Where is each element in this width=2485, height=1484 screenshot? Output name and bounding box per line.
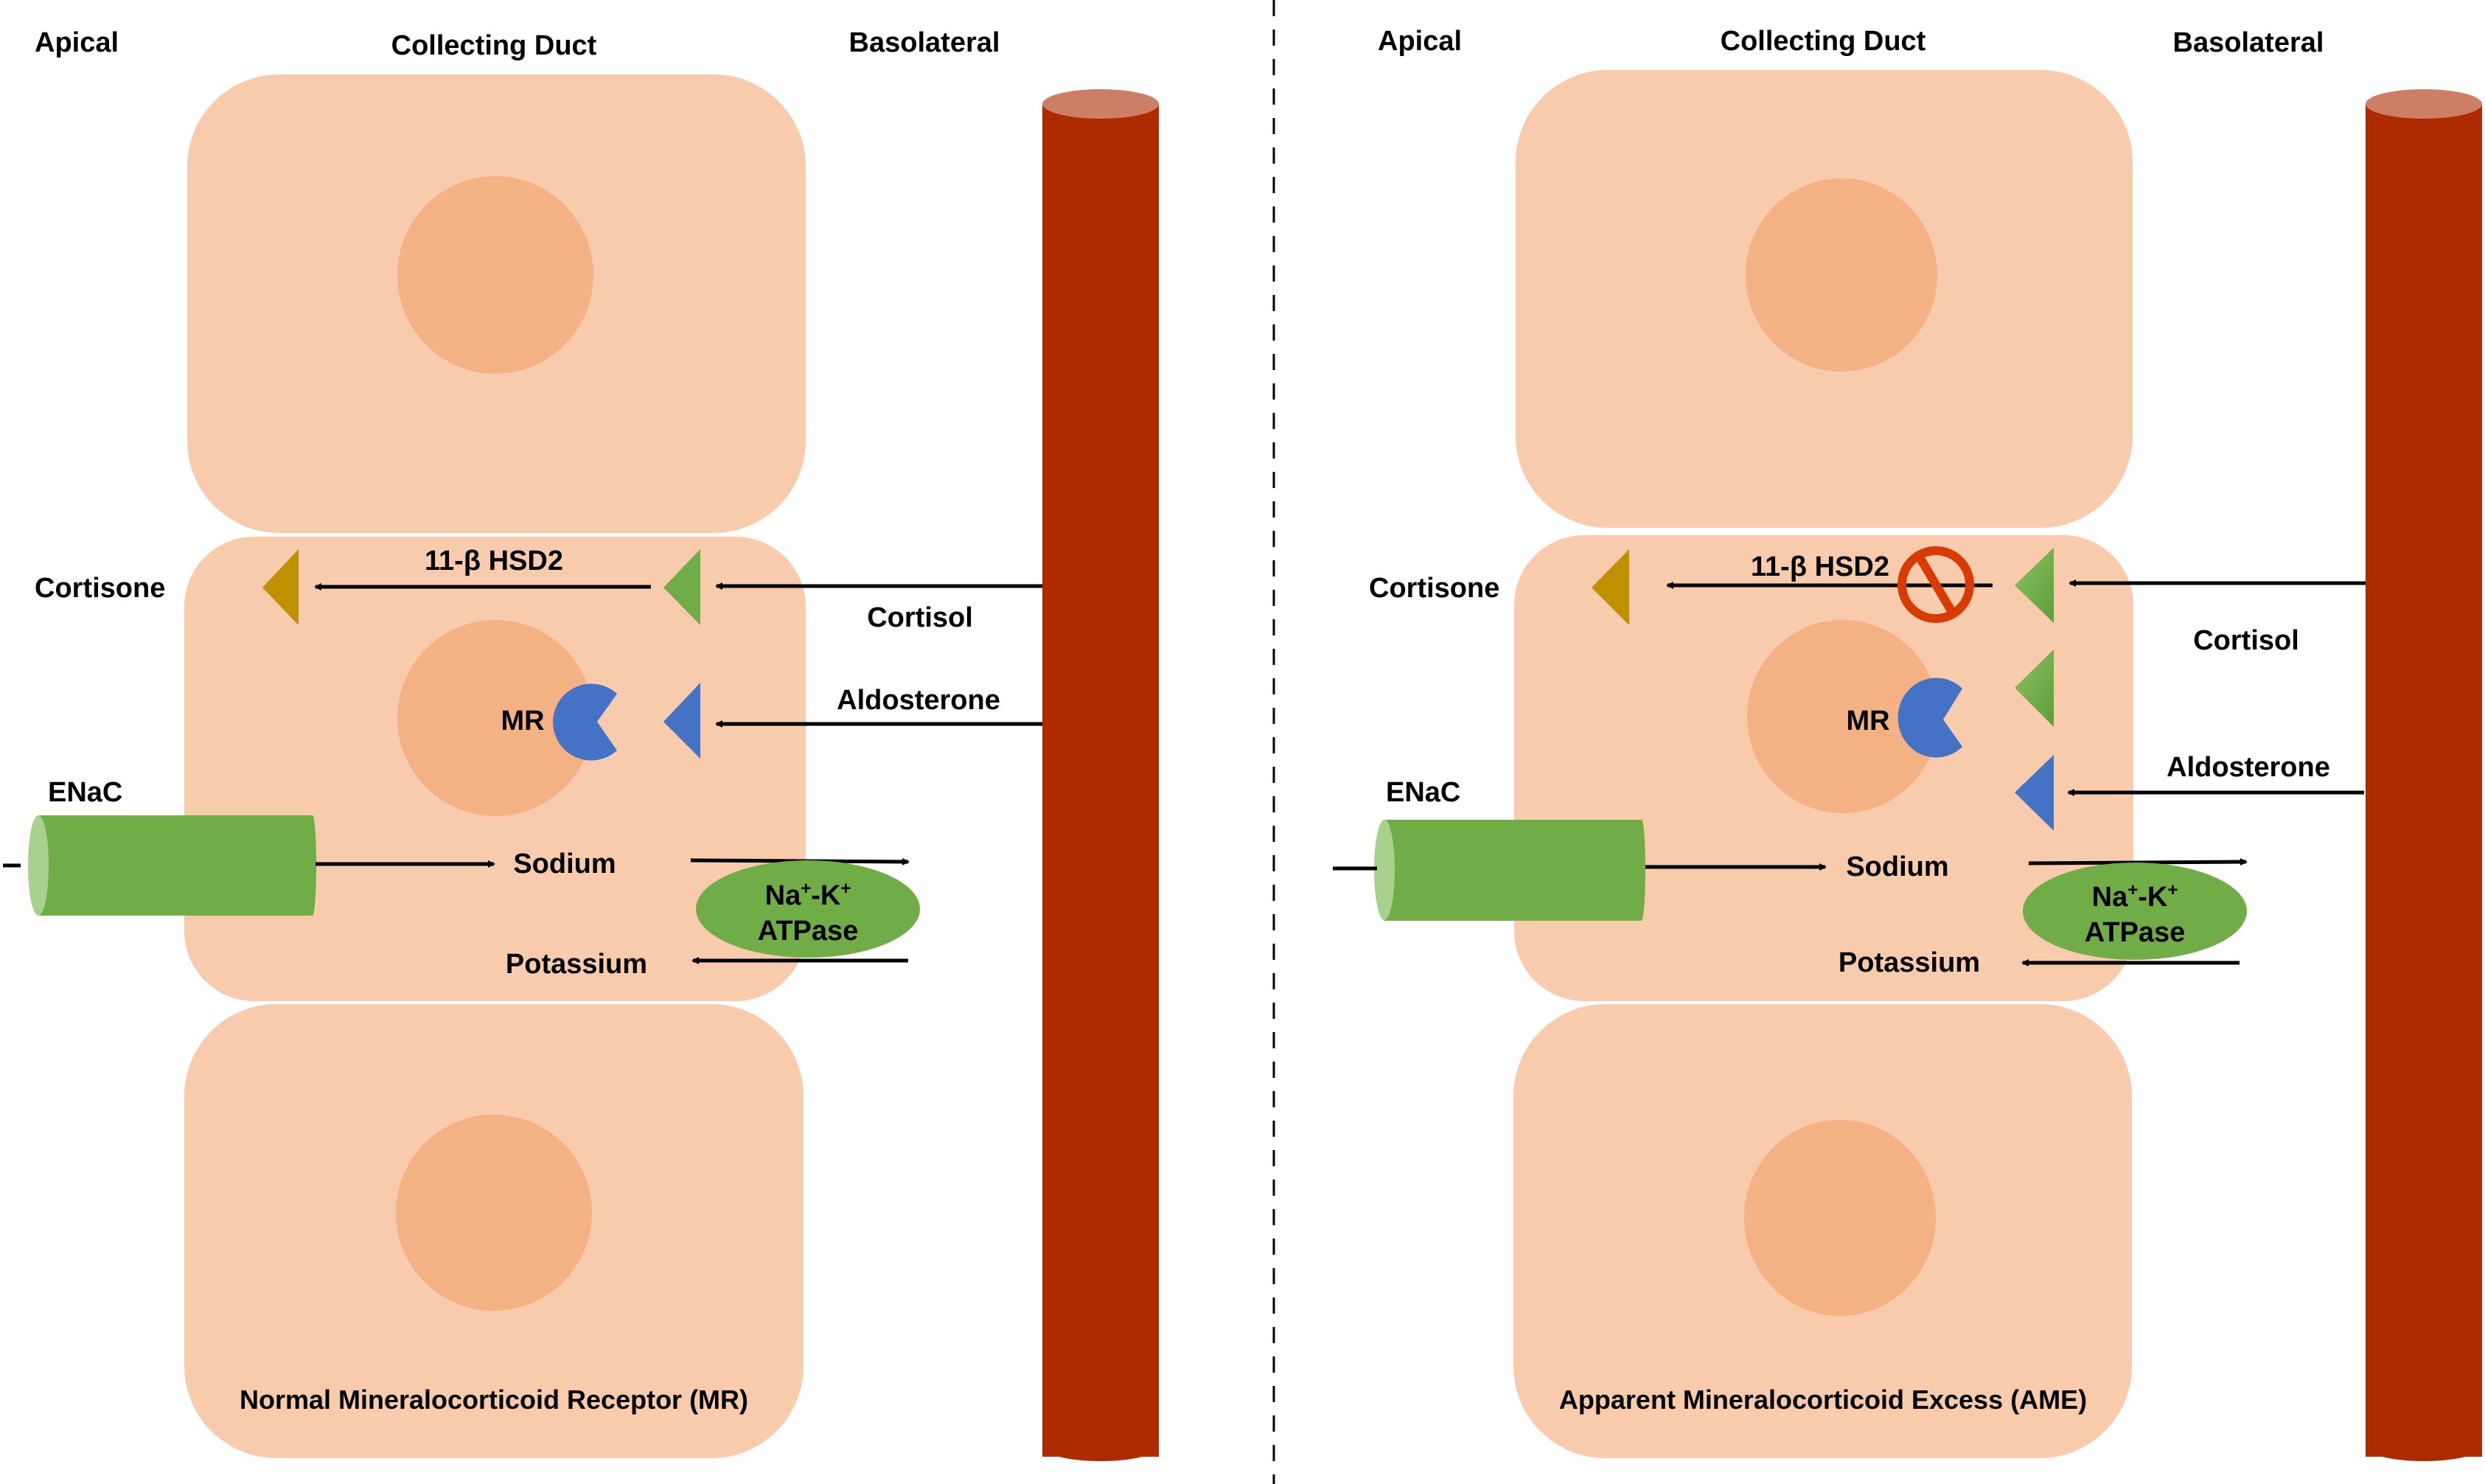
cortisol-molecule (2015, 548, 2054, 623)
label-atpase: ATPase (2085, 917, 2186, 948)
mr-receptor (553, 683, 617, 761)
label-mr: MR (501, 706, 544, 736)
panel-ame: Apical Collecting Duct Basolateral Corti… (1333, 26, 2482, 1461)
blood-vessel-bottom (1042, 1432, 1159, 1461)
label-mr: MR (1846, 706, 1889, 736)
blood-vessel (1042, 104, 1159, 1457)
label-enac: ENaC (1386, 777, 1460, 808)
nucleus-top (397, 176, 593, 374)
panel-normal: Apical Collecting Duct Basolateral Corti… (3, 27, 1159, 1461)
label-aldosterone: Aldosterone (837, 685, 1000, 716)
label-enzyme: 11-β HSD2 (1751, 551, 1889, 582)
enac-channel (38, 815, 313, 916)
label-sodium: Sodium (513, 849, 616, 879)
na-k-atpase (2023, 863, 2247, 960)
label-cortisone: Cortisone (1369, 573, 1499, 604)
nucleus-bottom (1744, 1120, 1936, 1316)
label-basolateral: Basolateral (2173, 27, 2324, 58)
enac-channel-end (1374, 820, 1395, 920)
blood-vessel-top (2366, 89, 2482, 119)
label-enac: ENaC (48, 777, 122, 808)
label-atpase-ions: Na+-K+ (765, 879, 851, 911)
caption-normal: Normal Mineralocorticoid Receptor (MR) (240, 1384, 748, 1415)
blood-vessel (2366, 104, 2482, 1457)
caption-ame: Apparent Mineralocorticoid Excess (AME) (1559, 1384, 2087, 1415)
blocked-icon (1897, 546, 1974, 623)
enac-channel-rim (309, 815, 316, 916)
enac-channel-end (28, 815, 49, 916)
label-cortisone: Cortisone (35, 573, 165, 604)
cortisol-molecule-bound (2015, 649, 2054, 727)
label-apical: Apical (35, 27, 119, 58)
aldosterone-molecule (663, 683, 700, 759)
label-enzyme: 11-β HSD2 (425, 546, 563, 576)
label-cortisol: Cortisol (2193, 625, 2299, 656)
nucleus-middle (397, 620, 593, 816)
enac-channel (1384, 820, 1642, 921)
enac-channel-rim (1638, 820, 1645, 920)
label-cortisol: Cortisol (867, 602, 973, 633)
label-aldosterone: Aldosterone (2167, 752, 2330, 783)
label-sodium: Sodium (1846, 851, 1948, 882)
aldosterone-molecule (2015, 755, 2054, 831)
mr-receptor (1897, 677, 1962, 758)
cortisol-molecule (663, 549, 700, 625)
label-potassium: Potassium (506, 949, 647, 980)
nucleus-top (1746, 178, 1937, 372)
label-basolateral: Basolateral (849, 27, 1000, 58)
label-atpase: ATPase (758, 916, 859, 947)
nucleus-bottom (396, 1115, 592, 1311)
nucleus-middle (1747, 620, 1939, 813)
label-collecting-duct: Collecting Duct (1721, 26, 1926, 57)
blood-vessel-bottom (2366, 1432, 2482, 1461)
blood-vessel-top (1042, 89, 1159, 119)
cortisone-molecule (1592, 549, 1629, 625)
label-atpase-ions: Na+-K+ (2092, 880, 2178, 913)
label-apical: Apical (1378, 26, 1462, 57)
arrow-sodium-out (2028, 858, 2248, 866)
label-collecting-duct: Collecting Duct (391, 30, 597, 61)
cortisone-molecule (262, 549, 299, 625)
label-potassium: Potassium (1839, 947, 1980, 978)
na-k-atpase (696, 860, 920, 958)
